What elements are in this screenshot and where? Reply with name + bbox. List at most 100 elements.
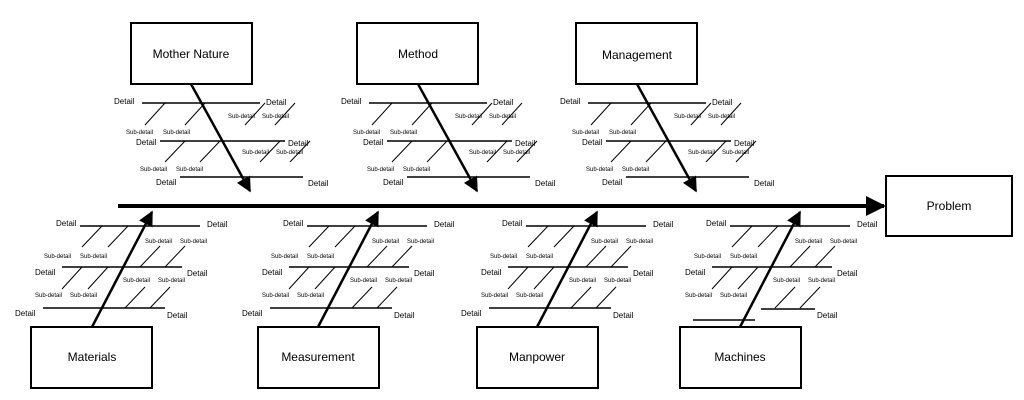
subdetail-slash [308,225,330,248]
subdetail-label: Sub-detail [489,114,516,120]
detail-label: Detail [754,179,775,188]
subdetail-slash [590,102,612,126]
subdetail-slash [570,286,592,309]
subdetail-label: Sub-detail [685,293,712,299]
subdetail-label: Sub-detail [481,293,508,299]
subdetail-label: Sub-detail [350,278,377,284]
detail-label: Detail [837,269,858,278]
detail-label: Detail [685,268,706,277]
subdetail-slash [471,102,493,126]
subdetail-label: Sub-detail [367,167,394,173]
detail-label: Detail [706,219,727,228]
detail-label: Detail [136,138,157,147]
category-box-manpower [476,326,599,389]
subdetail-slash [757,225,779,248]
subdetail-label: Sub-detail [180,239,207,245]
subdetail-slash [426,140,448,163]
category-label-manpower: Manpower [509,350,565,364]
detail-label: Detail [481,268,502,277]
problem-label: Problem [927,199,972,213]
subdetail-label: Sub-detail [276,150,303,156]
subdetail-label: Sub-detail [70,293,97,299]
detail-label: Detail [308,179,329,188]
detail-label: Detail [363,138,384,147]
detail-label: Detail [283,219,304,228]
subdetail-slash [711,266,733,290]
subdetail-slash [533,266,555,290]
subdetail-slash [735,140,757,163]
category-label-mother-nature: Mother Nature [153,47,230,61]
subdetail-slash [610,140,632,163]
bone-management [635,83,698,193]
subdetail-slash [144,102,166,126]
subdetail-label: Sub-detail [353,130,380,136]
subdetail-slash [486,140,508,163]
subdetail-slash [61,266,83,290]
detail-label: Detail [266,98,287,107]
subdetail-slash [595,286,617,309]
subdetail-label: Sub-detail [271,254,298,260]
subdetail-label: Sub-detail [503,150,530,156]
subdetail-label: Sub-detail [455,114,482,120]
subdetail-label: Sub-detail [385,278,412,284]
subdetail-label: Sub-detail [80,254,107,260]
subdetail-slash [107,225,129,248]
subdetail-label: Sub-detail [694,254,721,260]
detail-label: Detail [414,269,435,278]
detail-label: Detail [167,311,188,320]
detail-label: Detail [262,268,283,277]
category-box-management [575,22,698,85]
detail-label: Detail [602,178,623,187]
subdetail-slash [690,102,712,126]
detail-label: Detail [817,311,838,320]
detail-label: Detail [734,139,755,148]
subdetail-label: Sub-detail [604,278,631,284]
detail-label: Detail [207,220,228,229]
subdetail-label: Sub-detail [773,278,800,284]
subdetail-slash [731,225,753,248]
subdetail-slash [527,225,549,248]
detail-label: Detail [857,220,878,229]
detail-label: Detail [434,220,455,229]
detail-label: Detail [613,311,634,320]
subdetail-slash [87,266,109,290]
detail-label: Detail [242,309,263,318]
detail-label: Detail [288,139,309,148]
subdetail-slash [720,102,742,126]
subdetail-label: Sub-detail [228,114,255,120]
subdetail-label: Sub-detail [808,278,835,284]
subdetail-slash [259,140,281,163]
subdetail-label: Sub-detail [44,254,71,260]
subdetail-slash [334,225,356,248]
category-label-machines: Machines [714,350,765,364]
subdetail-label: Sub-detail [262,293,289,299]
detail-label: Detail [493,98,514,107]
subdetail-label: Sub-detail [297,293,324,299]
detail-label: Detail [515,139,536,148]
detail-label: Detail [461,309,482,318]
subdetail-slash [501,102,523,126]
subdetail-label: Sub-detail [526,254,553,260]
subdetail-slash [645,140,667,163]
detail-label: Detail [187,269,208,278]
category-label-method: Method [398,47,438,61]
subdetail-slash [184,102,206,126]
detail-label: Detail [633,269,654,278]
subdetail-label: Sub-detail [262,114,289,120]
detail-label: Detail [35,268,56,277]
detail-label: Detail [15,309,36,318]
subdetail-label: Sub-detail [158,278,185,284]
subdetail-label: Sub-detail [626,239,653,245]
subdetail-label: Sub-detail [569,278,596,284]
detail-label: Detail [712,98,733,107]
subdetail-label: Sub-detail [490,254,517,260]
subdetail-label: Sub-detail [307,254,334,260]
subdetail-slash [351,286,373,309]
subdetail-label: Sub-detail [622,167,649,173]
detail-label: Detail [394,311,415,320]
subdetail-slash [391,140,413,163]
subdetail-slash [164,245,186,268]
subdetail-slash [391,245,413,268]
bone-mother-nature [189,83,252,193]
subdetail-slash [553,225,575,248]
